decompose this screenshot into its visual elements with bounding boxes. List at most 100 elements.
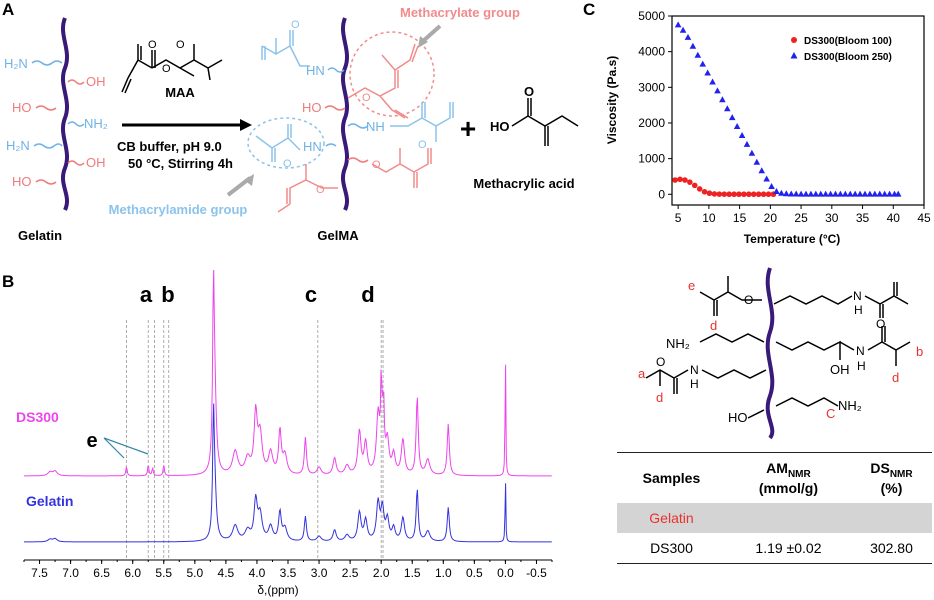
struct-o-2: O [876, 317, 885, 331]
gelma-o-methacrylate: O [362, 92, 371, 104]
struct-label-b: b [916, 344, 923, 359]
nmr-tick-label: 7.5 [31, 566, 48, 580]
series-point [689, 42, 697, 49]
series-point [743, 140, 751, 147]
nmr-tick-label: 5.0 [186, 566, 203, 580]
series-point [792, 190, 800, 197]
x-tick-label: 5 [675, 211, 682, 225]
series-point [817, 190, 825, 197]
series-point [687, 179, 693, 185]
table-cell-sample: DS300 [617, 533, 726, 564]
maa-o-3: O [176, 39, 185, 51]
chart-x-label: Temperature (°C) [744, 232, 841, 246]
nmr-tick-label: 2.0 [373, 566, 390, 580]
series-point [837, 190, 844, 197]
struct-nh2-right: NH₂ [838, 398, 862, 413]
reagent-label: MAA [165, 85, 195, 100]
series-point [797, 190, 805, 197]
nmr-peak-label-a: a [140, 282, 153, 307]
table-header-samples: Samples [617, 452, 726, 503]
acid-o: O [524, 84, 534, 99]
x-tick-label: 10 [702, 211, 716, 225]
byproduct-label: Methacrylic acid [473, 176, 574, 191]
series-point [802, 190, 810, 197]
table-header-ds: DSNMR (%) [850, 452, 932, 503]
series-point [699, 60, 707, 67]
nmr-tick-label: 5.5 [155, 566, 172, 580]
table-header-ds-sub: NMR [889, 468, 913, 480]
gelma-hn-top: HN [306, 63, 325, 78]
methacrylate-label: Methacrylate group [400, 5, 520, 20]
gelma-o-top: O [291, 19, 300, 31]
table-cell-ds: 302.80 [850, 533, 932, 564]
conditions-line-1: CB buffer, pH 9.0 [117, 139, 222, 154]
gelatin-amine-2: NH₂ [84, 116, 108, 131]
nmr-peak-label-e: e [86, 430, 97, 452]
struct-o-1: O [744, 293, 753, 307]
struct-ho: HO [728, 410, 748, 425]
nmr-tick-label: 1.5 [404, 566, 421, 580]
nmr-tick-label: 7.0 [62, 566, 79, 580]
table-cell-am: 1.19 ±0.02 [725, 533, 851, 564]
series-point [741, 191, 747, 198]
series-point [704, 69, 711, 76]
x-tick-label: 15 [733, 211, 747, 225]
nmr-peak-label-c: c [305, 282, 317, 307]
nmr-tick-label: 3.5 [280, 566, 297, 580]
struct-n-1: N [853, 289, 862, 303]
ds-table: Samples AMNMR (mmol/g) DSNMR (%) Gelatin… [617, 452, 932, 564]
x-tick-label: 20 [764, 211, 778, 225]
struct-label-c: C [826, 406, 835, 421]
nmr-tick-label: 2.5 [342, 566, 359, 580]
series-point [714, 87, 721, 94]
series-point [674, 21, 682, 28]
panel-label-c: C [583, 0, 596, 19]
struct-h-2: H [857, 359, 866, 373]
series-point [760, 191, 767, 198]
series-point [746, 191, 752, 198]
nmr-tick-label: 0.5 [466, 566, 483, 580]
series-point [755, 191, 762, 198]
struct-label-d3: d [656, 390, 663, 405]
series-point [709, 78, 716, 85]
series-point [724, 105, 731, 112]
gelma-hn-mid: HN [303, 139, 322, 154]
y-tick-label: 0 [658, 187, 665, 201]
struct-oh: OH [830, 362, 850, 377]
ds300-spectrum [24, 270, 552, 477]
y-tick-label: 1000 [638, 152, 665, 166]
gelatin-hydroxyl-4: HO [12, 174, 32, 189]
nmr-tick-label: 6.0 [124, 566, 141, 580]
table-cell-ds [850, 503, 932, 533]
series-point [726, 191, 732, 198]
series-point [842, 190, 849, 197]
series-point [783, 190, 790, 197]
panel-label-a: A [2, 0, 15, 19]
series-point [750, 191, 757, 198]
nmr-tick-label: 4.5 [218, 566, 235, 580]
series-point [787, 190, 795, 197]
plus-sign: + [460, 113, 476, 144]
gelatin-amine-3: H₂N [6, 138, 30, 153]
series-point [758, 167, 766, 174]
table-cell-am [725, 503, 851, 533]
structure-backbone [765, 267, 775, 440]
series-point [694, 51, 702, 58]
arrow-head [240, 119, 252, 131]
series-point [861, 190, 869, 197]
e-arrow [103, 437, 149, 455]
gelma-o-amide: O [418, 139, 427, 151]
x-tick-label: 40 [887, 211, 901, 225]
gelatin-amine-1: H₂N [4, 56, 28, 71]
struct-n-2: N [856, 344, 865, 358]
conditions-line-2: 50 °C, Stirring 4h [128, 156, 233, 171]
acid-ho: HO [490, 119, 510, 134]
nmr-peak-label-d: d [361, 282, 374, 307]
x-tick-label: 45 [917, 211, 931, 225]
struct-n-3: N [690, 363, 699, 377]
series-point [706, 190, 713, 197]
nmr-ds300-label: DS300 [16, 409, 59, 425]
struct-label-a: a [638, 366, 646, 381]
